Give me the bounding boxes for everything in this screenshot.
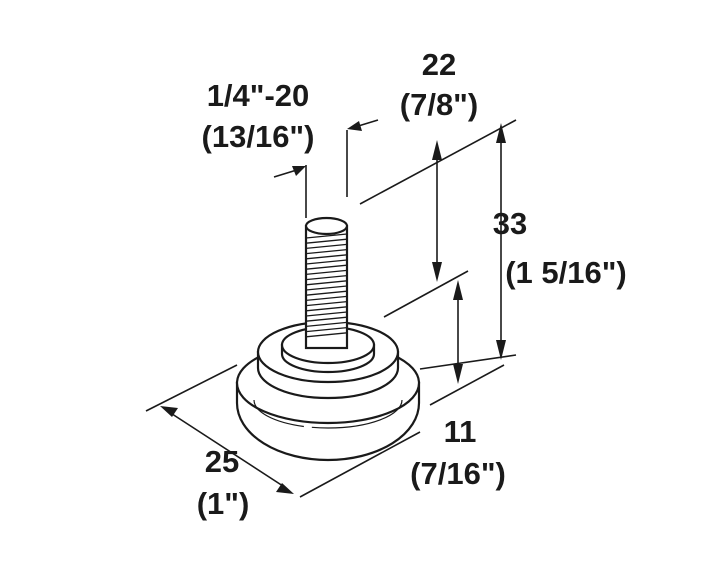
thread-line — [305, 243, 348, 250]
thread-line — [305, 332, 348, 338]
base-height-mm-label: 11 — [444, 414, 477, 449]
arrow-head — [432, 262, 442, 282]
arrow-head — [160, 406, 178, 417]
thread-line — [305, 321, 348, 328]
arrow-head — [292, 166, 306, 176]
thread-line — [305, 326, 348, 333]
thread-line — [305, 233, 348, 239]
overall-height-dimension: 33 (1 5/16") — [383, 123, 627, 360]
arrow-head — [347, 121, 362, 131]
base-diameter-dimension: 25 (1") — [145, 364, 421, 521]
arrow-head — [453, 364, 463, 384]
thread-line — [305, 306, 348, 312]
thread-line — [305, 311, 348, 317]
thread-line — [305, 269, 348, 276]
base-diameter-inch-label: (1") — [197, 486, 250, 521]
thread-length-label: (13/16") — [202, 119, 315, 154]
stem-height-mm-label: 22 — [422, 47, 456, 82]
stem-height-inch-label: (7/8") — [400, 87, 478, 122]
thread-line — [305, 285, 348, 291]
thread-line — [305, 264, 348, 270]
base-diameter-mm-label: 25 — [205, 444, 239, 479]
arrow-head — [496, 123, 506, 143]
stem-threads — [305, 233, 348, 338]
thread-line — [305, 290, 348, 296]
thread-line — [305, 295, 348, 302]
thread-line — [305, 316, 348, 322]
stem-height-dimension: 22 (7/8") — [359, 47, 517, 282]
overall-height-inch-label: (1 5/16") — [505, 255, 627, 290]
arrow-head — [432, 140, 442, 160]
thread-size-label: 1/4"-20 — [207, 78, 310, 113]
base-height-inch-label: (7/16") — [410, 456, 506, 491]
overall-height-mm-label: 33 — [493, 206, 527, 241]
thread-dimension: 1/4"-20 (13/16") — [202, 78, 379, 218]
arrow-head — [453, 280, 463, 300]
threaded-stem — [304, 216, 349, 350]
thread-line — [305, 238, 348, 244]
thread-line — [305, 254, 348, 260]
thread-line — [305, 274, 348, 281]
arrow-head — [496, 340, 506, 360]
thread-line — [305, 300, 348, 307]
thread-line — [305, 248, 348, 255]
base-height-dimension: 11 (7/16") — [410, 280, 517, 491]
thread-line — [305, 259, 348, 265]
arrow-head — [276, 483, 294, 494]
leveling-glide-part — [235, 216, 421, 462]
thread-line — [305, 280, 348, 286]
